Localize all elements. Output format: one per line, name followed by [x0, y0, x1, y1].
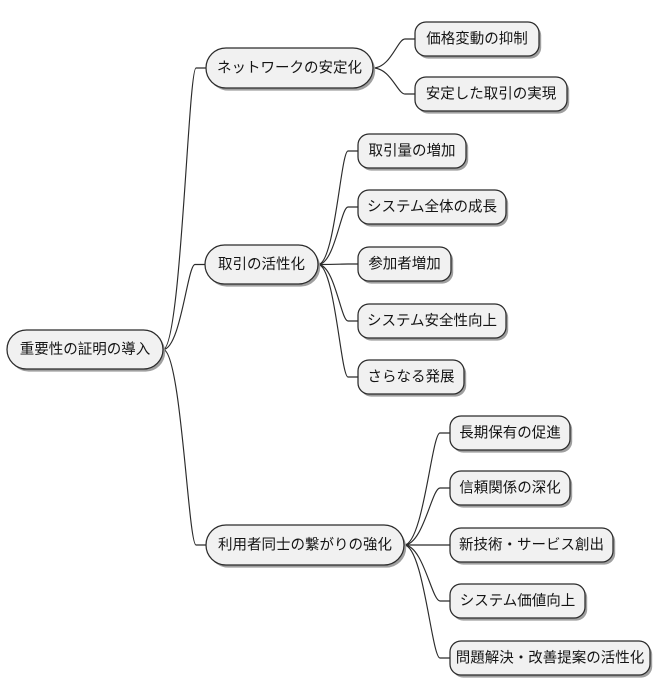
node-label: システム価値向上 [460, 593, 576, 610]
edge-b2-to-b2c3 [317, 263, 359, 266]
mindmap-node-root[interactable]: 重要性の証明の導入 [6, 329, 166, 372]
node-box[interactable] [414, 76, 568, 112]
node-label: システム安全性向上 [367, 312, 497, 330]
nodes-layer: 重要性の証明の導入 ネットワークの安定化 価格変動の抑制安定した取引の実現取引の活性… [6, 21, 653, 678]
node-box[interactable] [449, 583, 586, 619]
node-box[interactable] [205, 524, 405, 566]
node-label: システム全体の成長 [367, 198, 498, 216]
mindmap-node-leaf[interactable]: 安定した取引の実現 [414, 76, 570, 114]
node-label: 利用者同士の繋がりの強化 [218, 537, 392, 554]
node-box[interactable] [449, 527, 614, 563]
mindmap-node-leaf[interactable]: 長期保有の促進 [449, 415, 573, 453]
node-box[interactable] [357, 359, 465, 395]
mindmap-node-branch[interactable]: 利用者同士の繋がりの強化 [205, 524, 407, 568]
node-label: 新技術・サービス創出 [459, 537, 604, 554]
node-box[interactable] [357, 303, 507, 339]
mindmap-node-branch[interactable]: ネットワークの安定化 [205, 47, 376, 91]
edge-b2-to-b2c1 [317, 150, 359, 266]
node-box[interactable] [357, 189, 507, 225]
edge-b2-to-b2c2 [317, 206, 359, 266]
node-label: 安定した取引の実現 [426, 86, 557, 103]
edge-b1-to-b1c1 [372, 38, 416, 69]
node-box[interactable] [449, 640, 651, 676]
mindmap-node-leaf[interactable]: 新技術・サービス創出 [449, 527, 616, 565]
node-label: 価格変動の抑制 [426, 31, 528, 48]
node-label: 参加者増加 [368, 256, 441, 273]
edge-b1-to-b1c2 [372, 67, 416, 95]
mindmap-node-leaf[interactable]: システム価値向上 [449, 583, 588, 621]
mindmap-node-leaf[interactable]: 価格変動の抑制 [414, 21, 542, 59]
node-box[interactable] [6, 329, 164, 370]
edge-root-to-b2 [162, 263, 206, 351]
edge-b2-to-b2c4 [317, 263, 359, 322]
node-box[interactable] [449, 470, 571, 506]
edge-root-to-b3 [162, 348, 207, 546]
node-box[interactable] [204, 244, 319, 285]
node-label: さらなる発展 [368, 369, 455, 386]
node-label: ネットワークの安定化 [217, 60, 362, 77]
node-box[interactable] [414, 21, 540, 57]
mindmap-node-branch[interactable]: 取引の活性化 [204, 244, 321, 287]
mindmap-node-leaf[interactable]: 取引量の増加 [357, 133, 469, 171]
edge-b3-to-b3c4 [403, 544, 451, 602]
node-box[interactable] [357, 246, 452, 282]
edges-layer [162, 38, 451, 659]
mindmap-node-leaf[interactable]: 問題解決・改善提案の活性化 [449, 640, 653, 678]
edge-root-to-b1 [162, 67, 207, 351]
edge-b3-to-b3c2 [403, 487, 451, 546]
node-label: 取引の活性化 [218, 256, 305, 273]
node-box[interactable] [205, 47, 374, 89]
node-label: 問題解決・改善提案の活性化 [456, 649, 645, 667]
node-label: 重要性の証明の導入 [20, 341, 151, 358]
mindmap-node-leaf[interactable]: システム安全性向上 [357, 303, 509, 341]
node-label: 信頼関係の深化 [459, 480, 561, 497]
edge-b3-to-b3c5 [403, 544, 451, 659]
mindmap-node-leaf[interactable]: 参加者増加 [357, 246, 454, 284]
node-label: 長期保有の促進 [459, 425, 561, 442]
mindmap-node-leaf[interactable]: 信頼関係の深化 [449, 470, 573, 508]
node-box[interactable] [357, 133, 467, 169]
edge-b2-to-b2c5 [317, 263, 359, 378]
node-box[interactable] [449, 415, 571, 451]
mindmap-node-leaf[interactable]: さらなる発展 [357, 359, 467, 397]
edge-b3-to-b3c1 [403, 432, 451, 546]
node-label: 取引量の増加 [369, 143, 456, 160]
mindmap-node-leaf[interactable]: システム全体の成長 [357, 189, 509, 227]
